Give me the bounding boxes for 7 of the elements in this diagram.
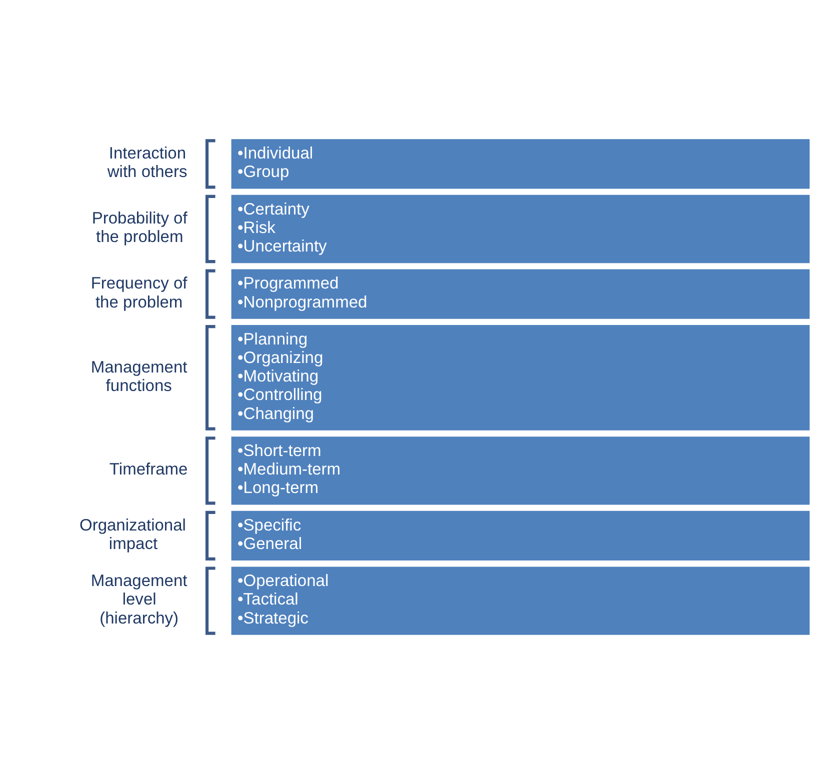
node-label: Management level (hierarchy) [90, 570, 188, 627]
node-label: Probability of the problem [92, 208, 188, 246]
node-label: Interaction with others [107, 143, 188, 181]
node-label: Timeframe [109, 459, 188, 478]
node-label: Frequency of the problem [90, 273, 188, 311]
node-label: Management functions [90, 356, 188, 394]
node-label: Organizational impact [79, 514, 186, 552]
